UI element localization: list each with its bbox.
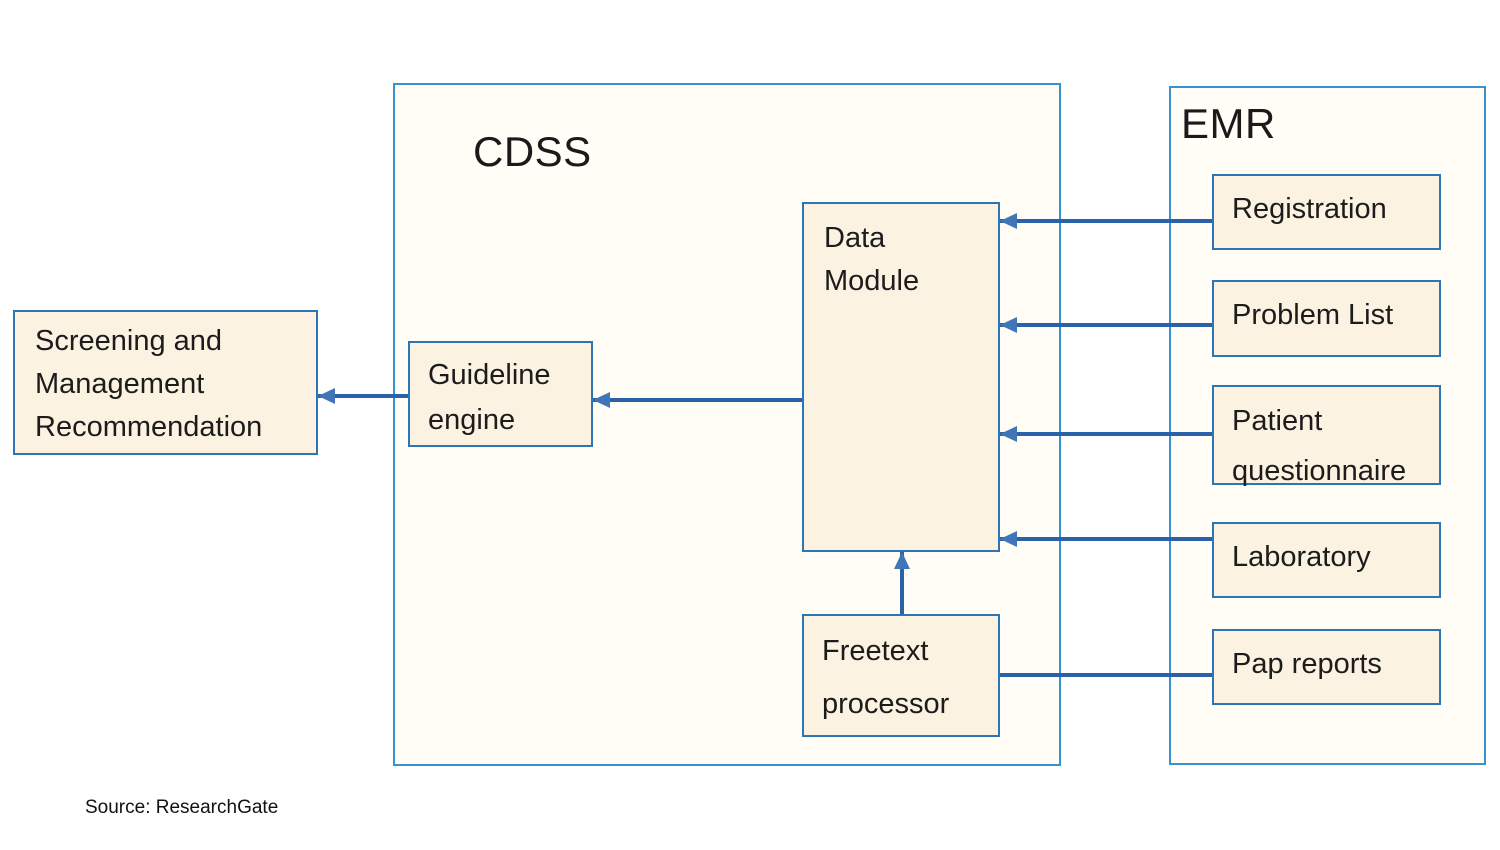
node-registration: Registration: [1212, 174, 1441, 250]
node-freetext-processor: Freetext processor: [802, 614, 1000, 737]
node-label: Pap reports: [1232, 647, 1382, 680]
node-label: Problem List: [1232, 299, 1394, 331]
source-attribution: Source: ResearchGate: [85, 797, 279, 818]
connector-patient-questionnaire-to-data-module: [1000, 426, 1212, 442]
node-guideline-engine: Guideline engine: [408, 341, 593, 447]
node-label-line: Screening and: [35, 325, 223, 357]
node-label-line: Data: [824, 222, 886, 254]
node-label-line: processor: [822, 688, 950, 720]
connector-guideline-engine-to-screening: [318, 388, 408, 404]
connector-pap-reports-to-freetext-processor: [1000, 673, 1212, 677]
arrowhead-left-icon: [1000, 531, 1017, 547]
connector-laboratory-to-data-module: [1000, 531, 1212, 547]
cdss-title: CDSS: [473, 128, 592, 175]
connector-freetext-processor-to-data-module: [894, 552, 910, 614]
node-label-line: Management: [35, 368, 205, 400]
node-label-line: Module: [824, 265, 920, 297]
arrowhead-up-icon: [894, 552, 910, 569]
node-label-line: Freetext: [822, 635, 929, 667]
arrowhead-left-icon: [1000, 317, 1017, 333]
arrowhead-left-icon: [1000, 426, 1017, 442]
arrowhead-left-icon: [318, 388, 335, 404]
node-screening-management-recommendation: Screening and Management Recommendation: [13, 310, 318, 455]
connector-registration-to-data-module: [1000, 213, 1212, 229]
node-label-line: engine: [428, 404, 516, 436]
arrowhead-left-icon: [593, 392, 610, 408]
node-label-line: Patient: [1232, 405, 1323, 437]
node-data-module: Data Module: [802, 202, 1000, 552]
node-label: Laboratory: [1232, 540, 1371, 573]
node-laboratory: Laboratory: [1212, 522, 1441, 598]
node-pap-reports: Pap reports: [1212, 629, 1441, 705]
node-patient-questionnaire: Patient questionnaire: [1212, 385, 1441, 487]
connector-problem-list-to-data-module: [1000, 317, 1212, 333]
node-label-line: Guideline: [428, 359, 551, 391]
emr-title: EMR: [1181, 100, 1276, 147]
arrowhead-left-icon: [1000, 213, 1017, 229]
node-label: Registration: [1232, 192, 1387, 225]
node-label-line: Recommendation: [35, 411, 263, 443]
connector-data-module-to-guideline-engine: [593, 392, 802, 408]
node-problem-list: Problem List: [1212, 280, 1441, 357]
node-label-line: questionnaire: [1232, 455, 1407, 487]
